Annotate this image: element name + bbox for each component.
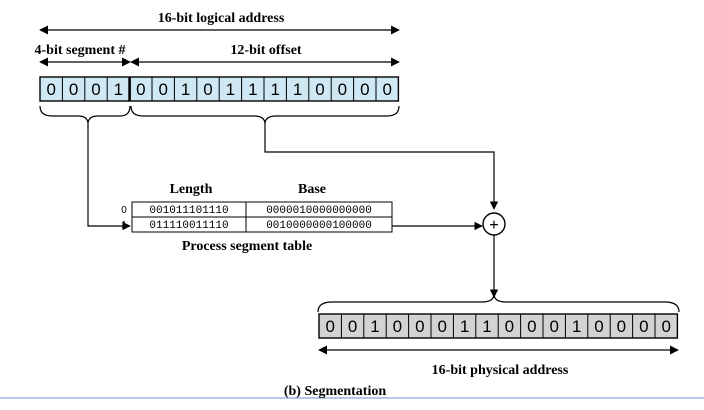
table-caption: Process segment table	[182, 239, 312, 254]
table-base-cell	[245, 216, 393, 233]
segment-to-table-arrow	[87, 124, 131, 231]
adder-icon: +	[482, 212, 506, 236]
logical-address-bit: 0	[382, 80, 391, 99]
physical-address-bit: 0	[415, 317, 424, 336]
physical-address-bit: 0	[437, 317, 446, 336]
logical-address-bit: 0	[158, 80, 167, 99]
segment-brace	[39, 105, 131, 125]
table-row-index: 0	[121, 205, 127, 216]
logical-address-bit: 0	[203, 80, 212, 99]
physical-address-bit: 0	[527, 317, 536, 336]
logical-address-bit: 1	[293, 80, 302, 99]
process-segment-table: 0 001011101110 0000010000000000 1 0111100111…	[121, 201, 393, 233]
physical-address-title: 16-bit physical address	[432, 363, 569, 378]
physical-address-bit: 1	[572, 317, 581, 336]
physical-address-bit: 1	[482, 317, 491, 336]
table-length-value: 011110011110	[149, 220, 228, 232]
logical-address-bit: 0	[338, 80, 347, 99]
offset-label: 12-bit offset	[230, 43, 301, 58]
physical-address-bit: 0	[393, 317, 402, 336]
logical-address-bit: 0	[91, 80, 100, 99]
physical-brace	[317, 293, 680, 313]
physical-address-bit: 0	[549, 317, 558, 336]
physical-address-bit: 0	[325, 317, 334, 336]
segment-label: 4-bit segment #	[35, 43, 126, 58]
logical-address-bit: 0	[136, 80, 145, 99]
physical-address-bit: 0	[594, 317, 603, 336]
offset-brace	[130, 105, 400, 125]
table-row-index: 1	[121, 220, 127, 231]
svg-text:+: +	[489, 215, 499, 234]
physical-address-bit: 1	[460, 317, 469, 336]
table-length-value: 001011101110	[149, 205, 228, 217]
physical-address-bit: 0	[348, 317, 357, 336]
offset-to-adder-arrow	[264, 124, 499, 210]
table-base-value: 0000010000000000	[266, 205, 372, 217]
logical-address-bit: 1	[248, 80, 257, 99]
physical-address-bit: 0	[639, 317, 648, 336]
logical-address-bit: 1	[270, 80, 279, 99]
table-header-length: Length	[170, 182, 213, 197]
logical-address-bit: 0	[315, 80, 324, 99]
logical-address-bit: 0	[46, 80, 55, 99]
figure-caption: (b) Segmentation	[284, 384, 386, 399]
logical-address-title: 16-bit logical address	[158, 11, 285, 26]
logical-address-bit: 1	[114, 80, 123, 99]
table-base-value: 0010000000100000	[266, 220, 372, 232]
physical-address-bit: 0	[505, 317, 514, 336]
logical-address-bit: 0	[360, 80, 369, 99]
physical-address-bit: 0	[617, 317, 626, 336]
logical-address-bit: 0	[69, 80, 78, 99]
physical-address-bit: 1	[370, 317, 379, 336]
logical-address-bit: 1	[181, 80, 190, 99]
logical-address-bit: 1	[226, 80, 235, 99]
table-header-base: Base	[298, 182, 326, 197]
physical-address-bit: 0	[661, 317, 670, 336]
